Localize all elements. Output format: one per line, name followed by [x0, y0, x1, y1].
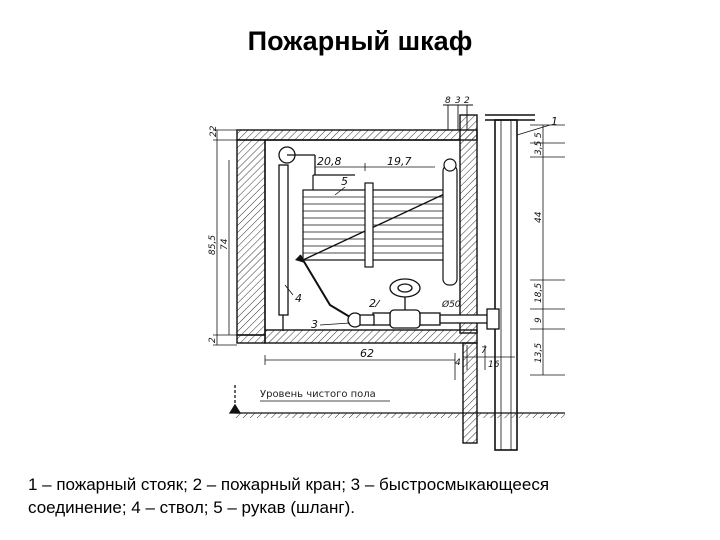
dim-62: 62 — [360, 347, 374, 360]
part-label-1: 1 — [551, 115, 558, 128]
page-title: Пожарный шкаф — [247, 26, 473, 56]
dim-22: 22 — [209, 125, 219, 137]
floor-level-line — [228, 385, 565, 418]
part-label-2: 2 — [369, 297, 376, 310]
figure-caption: 1 – пожарный стояк; 2 – пожарный кран; 3… — [28, 473, 698, 519]
dim-2: 2 — [208, 337, 218, 343]
label-8: 8 — [445, 96, 451, 106]
dim-13-5: 13,5 — [534, 343, 544, 363]
dim-3-5: 3,5 — [534, 140, 544, 155]
dim-16: 16 — [488, 360, 500, 370]
dim-18-5: 18,5 — [534, 283, 544, 303]
dim-20-8: 20,8 — [317, 155, 342, 168]
fire-valve — [347, 278, 500, 330]
dim-5: 5 — [534, 132, 544, 138]
hose-reel — [302, 158, 458, 286]
fire-cabinet-drawing: Уровень чистого пола — [208, 96, 565, 451]
floor-level-label: Уровень чистого пола — [260, 389, 376, 400]
fire-riser-pipe — [485, 114, 535, 451]
hose-nozzle — [278, 146, 316, 331]
caption-line-1: 1 – пожарный стояк; 2 – пожарный кран; 3… — [28, 475, 550, 494]
caption-line-2: соединение; 4 – ствол; 5 – рукав (шланг)… — [28, 498, 355, 517]
dim-4: 4 — [455, 358, 461, 368]
dim-7: 7 — [481, 346, 487, 356]
label-3: 3 — [455, 96, 461, 106]
part-label-3: 3 — [311, 318, 318, 331]
hose-line — [299, 254, 356, 321]
dim-74: 74 — [220, 238, 230, 250]
cabinet-walls — [236, 114, 478, 444]
dim-phi50: Ø50 — [441, 299, 461, 310]
part-label-4: 4 — [295, 292, 302, 305]
dim-44: 44 — [534, 211, 544, 223]
dim-9: 9 — [534, 317, 544, 323]
part-label-5: 5 — [341, 175, 348, 188]
dim-85-5: 85,5 — [208, 235, 218, 255]
label-2-top: 2 — [464, 96, 470, 106]
dim-19-7: 19,7 — [387, 155, 412, 168]
